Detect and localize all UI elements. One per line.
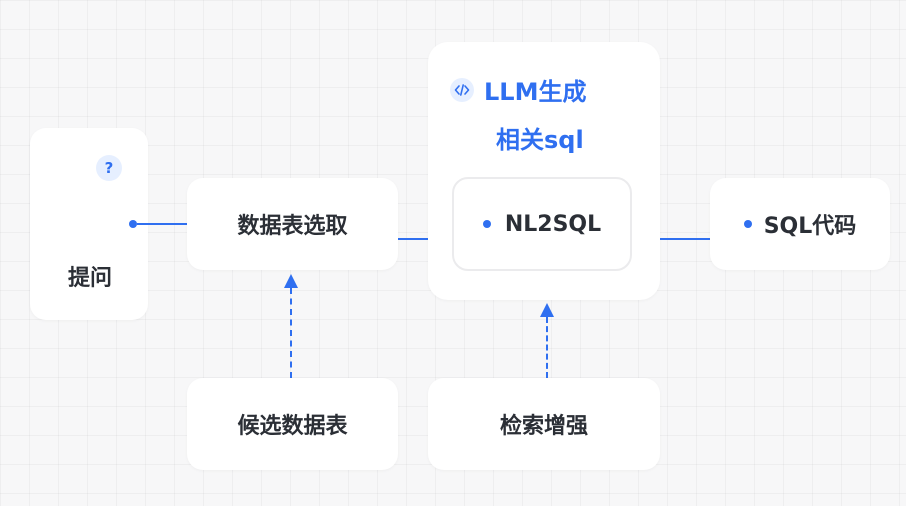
llm-title-line1: LLM生成	[484, 78, 587, 106]
edge-question-to-table-select	[137, 223, 187, 225]
llm-header: LLM生成	[450, 72, 586, 107]
retrieval-label: 检索增强	[499, 414, 588, 439]
nl2sql-node[interactable]: NL2SQL	[452, 177, 632, 271]
table-select-node[interactable]: 数据表选取	[187, 178, 398, 270]
sql-code-node[interactable]: SQL代码	[710, 178, 890, 270]
edge-candidate-tables-to-table-select	[290, 288, 292, 378]
llm-title-line2: 相关sql	[496, 126, 584, 154]
edge-table-select-to-llm	[398, 238, 428, 240]
question-output-port[interactable]	[129, 220, 137, 228]
sql-code-label: SQL代码	[763, 214, 857, 239]
candidate-tables-node[interactable]: 候选数据表	[187, 378, 398, 470]
question-icon: ?	[96, 155, 122, 181]
nl2sql-input-port[interactable]	[482, 220, 491, 228]
retrieval-node[interactable]: 检索增强	[428, 378, 660, 470]
edge-llm-to-sql-code	[660, 238, 710, 240]
candidate-tables-label: 候选数据表	[237, 414, 348, 439]
candidate-tables-arrowhead	[284, 274, 298, 288]
retrieval-arrowhead	[540, 303, 554, 317]
llm-node[interactable]: LLM生成 相关sql NL2SQL	[428, 42, 660, 300]
sql-code-input-port[interactable]	[743, 220, 752, 228]
table-select-label: 数据表选取	[237, 214, 348, 239]
code-icon-glyph	[454, 83, 470, 96]
nl2sql-label: NL2SQL	[504, 211, 602, 237]
question-label: 提问	[68, 266, 113, 291]
code-icon	[450, 77, 474, 102]
edge-retrieval-to-llm	[546, 317, 548, 378]
question-node[interactable]: ? 提问	[30, 128, 148, 320]
